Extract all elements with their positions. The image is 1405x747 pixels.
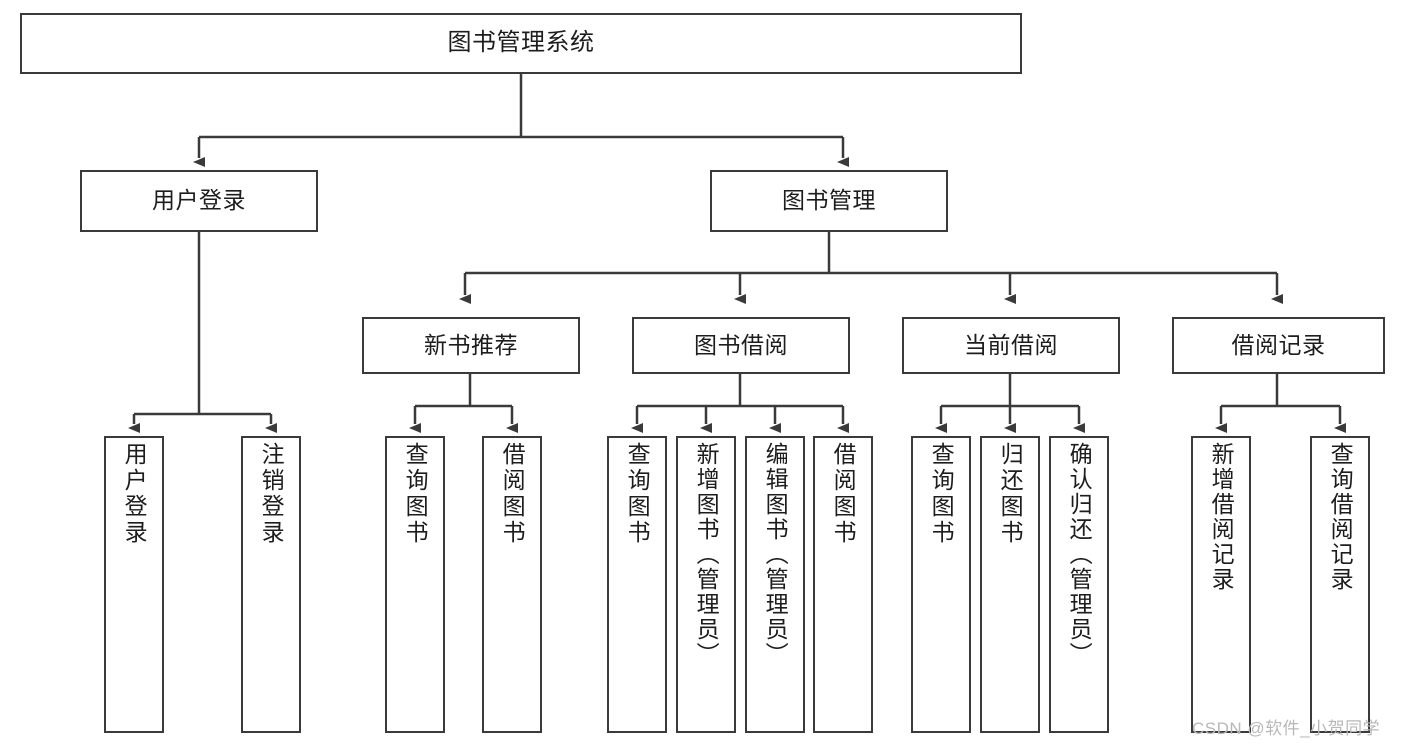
node-label: 确认归还（管理员） (1066, 442, 1093, 667)
leaf-edit-book-admin[interactable]: 编辑图书（管理员） (745, 436, 805, 733)
node-user-login[interactable]: 用户登录 (80, 170, 318, 232)
node-label: 借阅图书 (499, 442, 526, 546)
node-label: 查询图书 (624, 442, 651, 546)
node-book-management[interactable]: 图书管理 (710, 170, 948, 232)
node-borrow-record[interactable]: 借阅记录 (1172, 317, 1385, 374)
node-label: 查询图书 (402, 442, 429, 546)
node-label: 归还图书 (997, 442, 1024, 546)
leaf-user-login[interactable]: 用户登录 (104, 436, 164, 733)
leaf-add-book-admin[interactable]: 新增图书（管理员） (676, 436, 736, 733)
node-current-borrow[interactable]: 当前借阅 (902, 317, 1120, 374)
leaf-query-book-borrow[interactable]: 查询图书 (607, 436, 667, 733)
leaf-confirm-return-admin[interactable]: 确认归还（管理员） (1049, 436, 1109, 733)
node-label: 新增图书（管理员） (693, 442, 720, 667)
leaf-add-borrow-record[interactable]: 新增借阅记录 (1191, 436, 1251, 733)
node-label: 当前借阅 (964, 331, 1058, 358)
csdn-watermark: CSDN @软件_小贺同学 (1192, 719, 1381, 738)
leaf-borrow-book[interactable]: 借阅图书 (813, 436, 873, 733)
node-label: 图书管理系统 (447, 29, 595, 57)
node-label: 查询图书 (928, 442, 955, 546)
node-book-borrow[interactable]: 图书借阅 (632, 317, 850, 374)
node-label: 图书借阅 (694, 331, 788, 358)
leaf-query-borrow-record[interactable]: 查询借阅记录 (1310, 436, 1370, 733)
node-label: 注销登录 (258, 442, 285, 546)
node-label: 用户登录 (152, 187, 246, 214)
leaf-query-book-current[interactable]: 查询图书 (911, 436, 971, 733)
node-root-system[interactable]: 图书管理系统 (20, 13, 1022, 74)
node-new-book-recommend[interactable]: 新书推荐 (362, 317, 580, 374)
leaf-return-book[interactable]: 归还图书 (980, 436, 1040, 733)
node-label: 借阅记录 (1231, 331, 1326, 358)
node-label: 图书管理 (782, 187, 876, 214)
node-label: 新书推荐 (424, 331, 518, 358)
leaf-logout[interactable]: 注销登录 (241, 436, 301, 733)
leaf-query-book-new[interactable]: 查询图书 (385, 436, 445, 733)
node-label: 新增借阅记录 (1208, 442, 1235, 592)
node-label: 编辑图书（管理员） (762, 442, 789, 667)
leaf-borrow-book-new[interactable]: 借阅图书 (482, 436, 542, 733)
node-label: 借阅图书 (830, 442, 857, 546)
node-label: 查询借阅记录 (1327, 442, 1354, 592)
node-label: 用户登录 (121, 442, 148, 546)
